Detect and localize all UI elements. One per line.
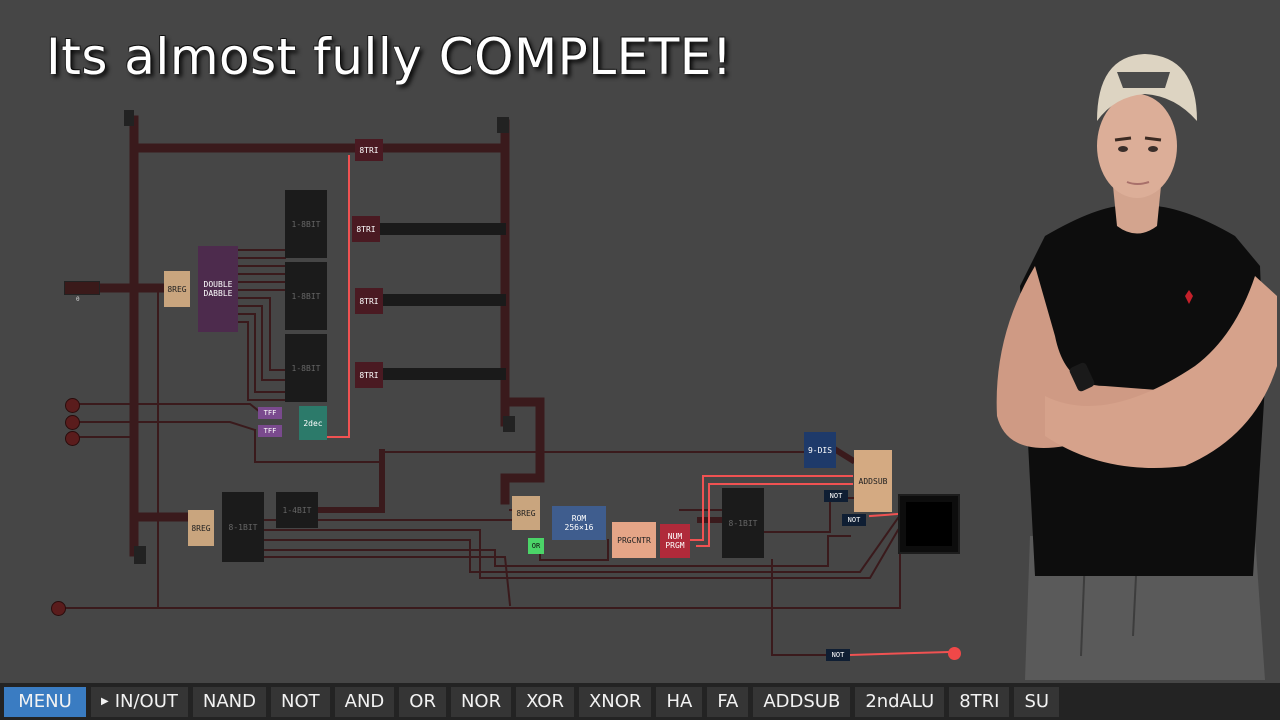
toolbar-nand-button[interactable]: NAND	[192, 686, 266, 717]
double-dabble-chip[interactable]: DOUBLE DABBLE	[198, 246, 238, 332]
not-gate-3[interactable]: NOT	[826, 649, 850, 661]
bus-wires	[93, 115, 545, 557]
toolbar-addsub-button[interactable]: ADDSUB	[753, 686, 851, 717]
bit-splitter-2[interactable]: 1-8BIT	[285, 262, 327, 330]
bus-pin-top-right[interactable]	[497, 117, 509, 133]
toolbar-fa-button[interactable]: FA	[707, 686, 749, 717]
toolbar-ha-button[interactable]: HA	[656, 686, 703, 717]
nine-bit-display-chip[interactable]: 9-DIS	[804, 432, 836, 468]
register-lower[interactable]: 8REG	[188, 510, 214, 546]
num-program-chip[interactable]: NUM PRGM	[660, 524, 690, 558]
bus-pin-bottom-left[interactable]	[134, 546, 146, 564]
bit-merger-lower[interactable]: 8-1BIT	[222, 492, 264, 562]
tri-state-1[interactable]: 8TRI	[352, 216, 380, 242]
output-led	[948, 647, 961, 660]
toolbar-xor-button[interactable]: XOR	[516, 686, 574, 717]
toolbar-or-button[interactable]: OR	[399, 686, 446, 717]
component-toolbar: MENU ▶ IN/OUT NAND NOT AND OR NOR XOR XN…	[0, 683, 1280, 720]
toolbar-menu-button[interactable]: MENU	[4, 686, 86, 717]
input-switch-1[interactable]	[65, 398, 80, 413]
toolbar-in-out-button[interactable]: ▶ IN/OUT	[91, 686, 188, 717]
play-arrow-icon: ▶	[101, 696, 109, 707]
active-wires	[325, 155, 950, 657]
toolbar-and-button[interactable]: AND	[334, 686, 395, 717]
not-gate-2[interactable]: NOT	[842, 514, 866, 526]
input-switch-4[interactable]	[51, 601, 66, 616]
program-counter[interactable]: PRGCNTR	[612, 522, 656, 558]
bus-pin-mid-right[interactable]	[503, 416, 515, 432]
bus-pin-top-left[interactable]	[124, 110, 134, 126]
video-title: Its almost fully COMPLETE!	[46, 28, 733, 86]
presenter-image	[996, 54, 1277, 680]
number-display-value: 0	[76, 296, 80, 303]
bit-merger-right[interactable]: 8-1BIT	[722, 488, 764, 558]
bit-splitter-1[interactable]: 1-8BIT	[285, 190, 327, 258]
tri-state-3[interactable]: 8TRI	[355, 362, 383, 388]
thin-wires	[57, 249, 901, 656]
toggle-flipflop-2[interactable]: TFF	[258, 425, 282, 437]
input-switch-3[interactable]	[65, 431, 80, 446]
output-screen	[898, 494, 960, 554]
toolbar-8tri-button[interactable]: 8TRI	[949, 686, 1010, 717]
tri-state-top[interactable]: 8TRI	[355, 139, 383, 161]
adder-subtractor-chip[interactable]: ADDSUB	[854, 450, 892, 512]
toolbar-2ndalu-button[interactable]: 2ndALU	[855, 686, 945, 717]
toggle-flipflop-1[interactable]: TFF	[258, 407, 282, 419]
toolbar-xnor-button[interactable]: XNOR	[578, 686, 652, 717]
bit-splitter-3[interactable]: 1-8BIT	[285, 334, 327, 402]
register-upper[interactable]: 8REG	[164, 271, 190, 307]
toolbar-su-button[interactable]: SU	[1014, 686, 1060, 717]
toolbar-nor-button[interactable]: NOR	[450, 686, 512, 717]
number-display	[64, 281, 100, 295]
bit-splitter-4bit[interactable]: 1-4BIT	[276, 492, 318, 528]
tri-state-2[interactable]: 8TRI	[355, 288, 383, 314]
register-mid[interactable]: 8REG	[512, 496, 540, 530]
toolbar-in-out-label: IN/OUT	[114, 691, 178, 712]
decoder-chip[interactable]: 2dec	[299, 406, 327, 440]
rom-chip[interactable]: ROM 256×16	[552, 506, 606, 540]
circuit-canvas[interactable]	[0, 0, 1280, 680]
toolbar-not-button[interactable]: NOT	[271, 686, 330, 717]
input-switch-2[interactable]	[65, 415, 80, 430]
not-gate-1[interactable]: NOT	[824, 490, 848, 502]
or-gate[interactable]: OR	[528, 538, 544, 554]
tri-outputs	[374, 223, 506, 380]
